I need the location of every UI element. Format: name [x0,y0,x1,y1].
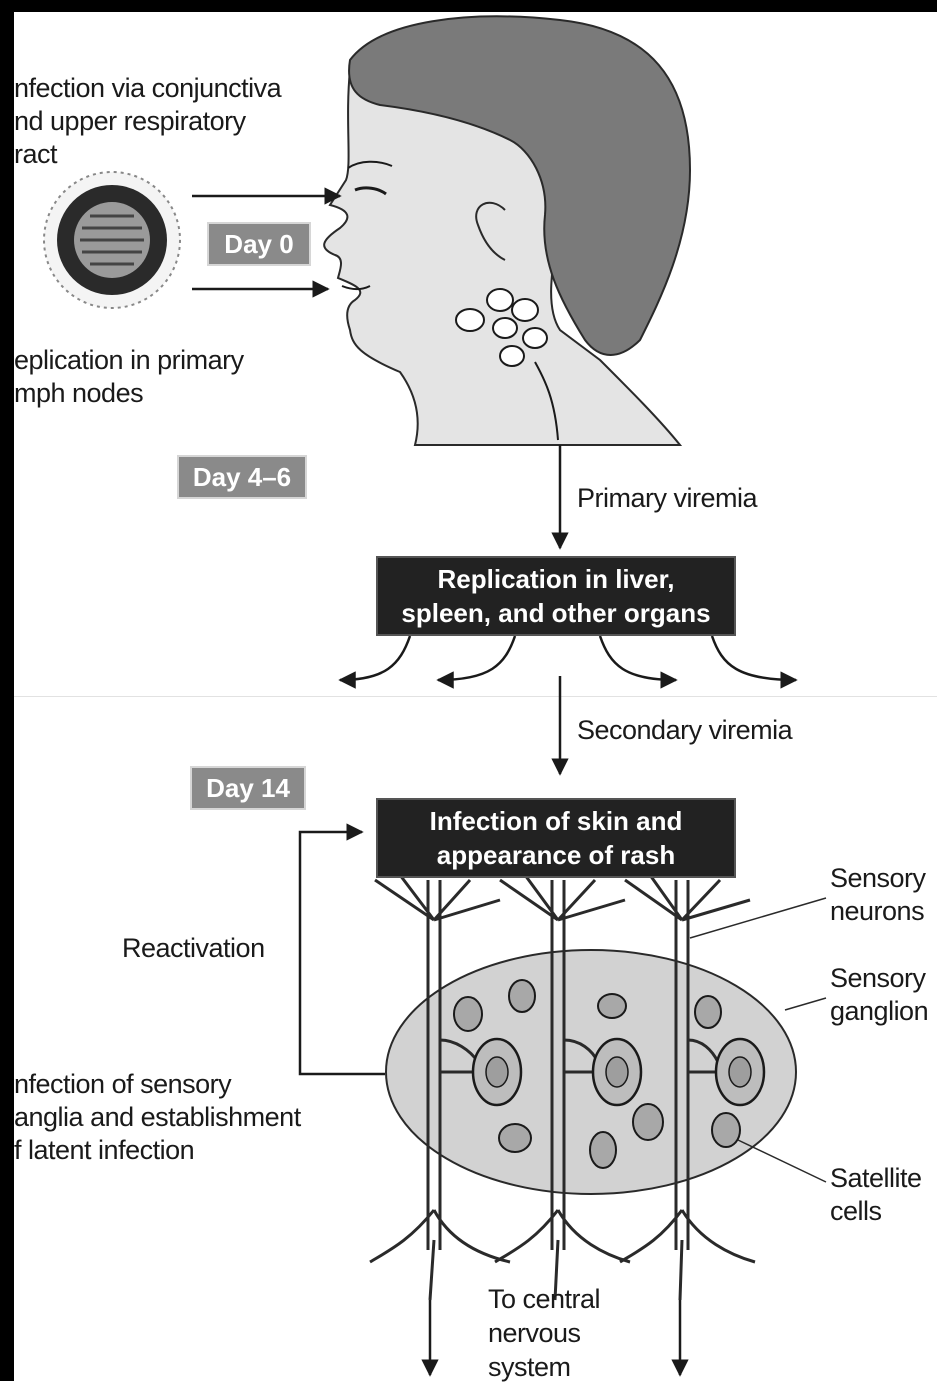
label-sensory-ganglion: Sensory ganglion [830,962,928,1028]
tag-day-0: Day 0 [207,222,311,266]
label-latent-infection: nfection of sensory anglia and establish… [14,1068,301,1167]
reactivation-loop-arrow [300,832,385,1074]
label-to-cns: To central nervous system [488,1282,600,1384]
label-secondary-viremia: Secondary viremia [577,714,792,747]
label-reactivation: Reactivation [122,932,265,965]
tag-day-14: Day 14 [190,766,306,810]
head-illustration [324,16,690,445]
tag-day-4-6: Day 4–6 [177,455,307,499]
label-primary-viremia: Primary viremia [577,482,757,515]
dissemination-arrows [340,636,796,680]
label-sensory-neurons: Sensory neurons [830,862,926,928]
virus-particle [44,172,180,308]
box-skin-infection: Infection of skin and appearance of rash [376,798,736,878]
label-replication-primary: eplication in primary mph nodes [14,344,244,410]
label-satellite-cells: Satellite cells [830,1162,922,1228]
box-organ-replication: Replication in liver, spleen, and other … [376,556,736,636]
label-infection-route: nfection via conjunctiva nd upper respir… [14,72,281,171]
